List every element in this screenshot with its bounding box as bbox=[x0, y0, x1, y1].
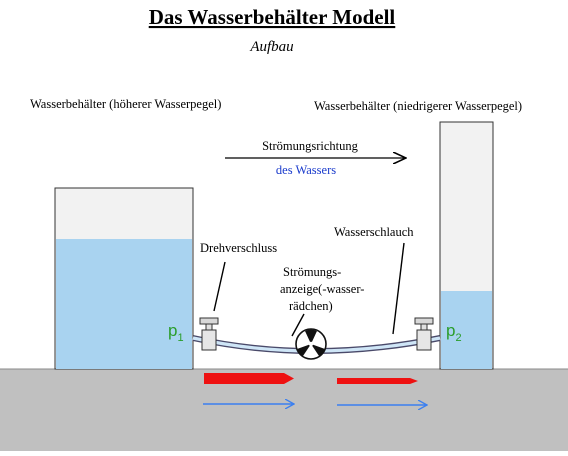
flow-strength-arrow-left bbox=[204, 373, 294, 384]
flow-indicator-pointer bbox=[291, 313, 305, 337]
left-tank-label: Wasserbehälter (höherer Wasserpegel) bbox=[30, 97, 221, 111]
flow-direction-label: Strömungsrichtung bbox=[262, 139, 359, 153]
hose-label: Wasserschlauch bbox=[334, 225, 414, 239]
right-tank-water bbox=[441, 291, 492, 369]
right-tank-label: Wasserbehälter (niedrigerer Wasserpegel) bbox=[314, 99, 522, 113]
flow-indicator-label-line2: anzeige(-wasser- bbox=[280, 282, 364, 296]
pressure-index-left: 1 bbox=[177, 332, 183, 344]
right-valve bbox=[414, 317, 434, 351]
pressure-symbol-left: p bbox=[168, 321, 177, 340]
flow-indicator-label-line1: Strömungs- bbox=[283, 265, 341, 279]
pressure-index-right: 2 bbox=[455, 332, 461, 344]
valve-pointer bbox=[213, 261, 226, 312]
flow-indicator-label-line3: rädchen) bbox=[289, 299, 333, 313]
flow-strength-arrow-right bbox=[337, 378, 418, 384]
flow-indicator-wheel bbox=[295, 328, 327, 360]
flow-direction-sublabel: des Wassers bbox=[276, 163, 336, 177]
valve-label: Drehverschluss bbox=[200, 241, 277, 255]
pressure-symbol-right: p bbox=[446, 321, 455, 340]
left-tank-water bbox=[56, 239, 192, 369]
left-valve bbox=[199, 317, 219, 351]
pressure-label-left: p1 bbox=[168, 321, 184, 344]
diagram-subtitle: Aufbau bbox=[249, 39, 293, 55]
diagram-title: Das Wasserbehälter Modell bbox=[149, 5, 396, 29]
right-tank bbox=[439, 121, 494, 370]
pressure-label-right: p2 bbox=[446, 321, 462, 344]
hose-pointer bbox=[392, 242, 405, 335]
left-tank bbox=[54, 187, 194, 370]
